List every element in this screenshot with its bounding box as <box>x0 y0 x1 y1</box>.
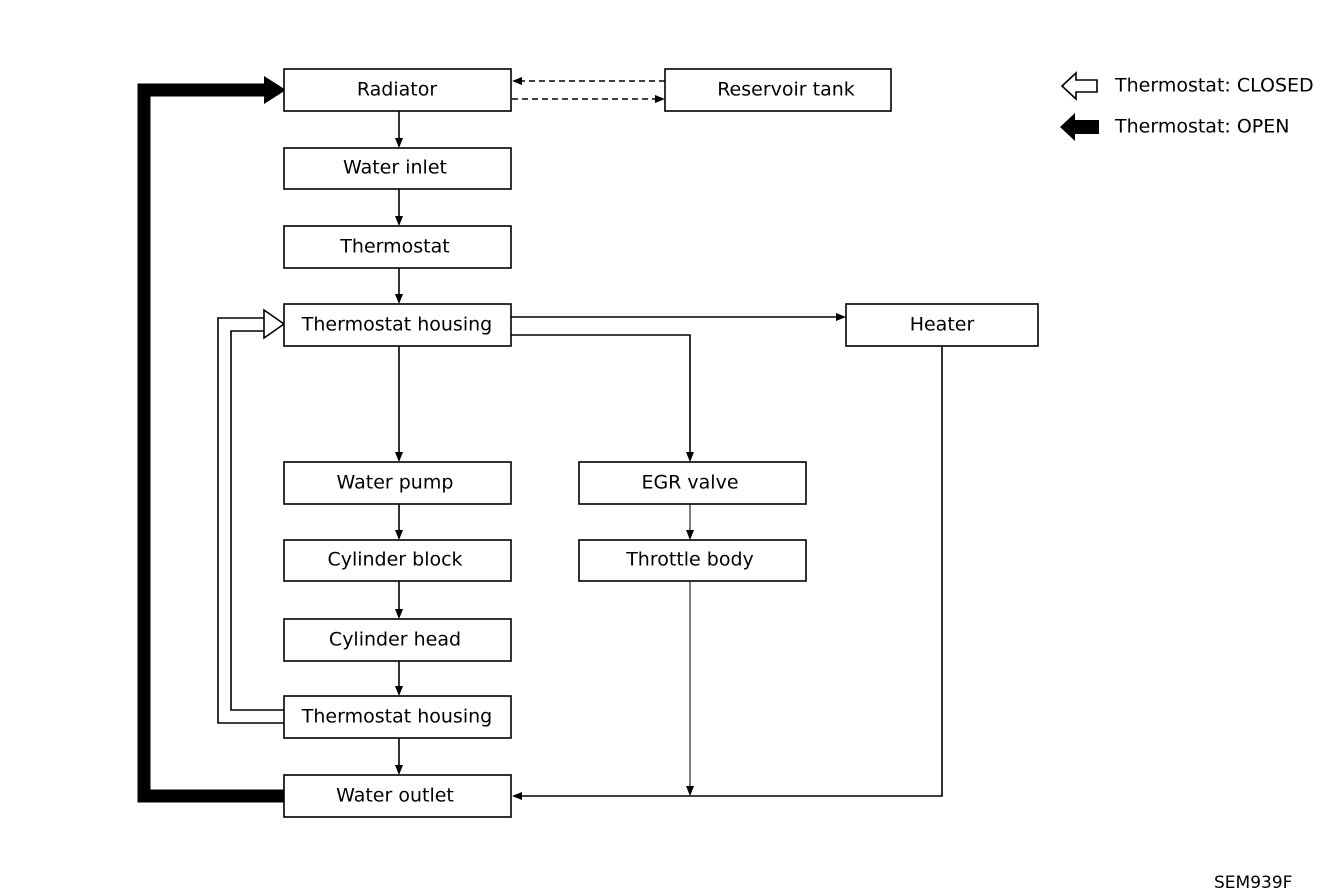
cylinder-block-box: Cylinder block <box>283 539 512 582</box>
thermostat-housing-top-box: Thermostat housing <box>283 303 512 347</box>
cylinder-block-label: Cylinder block <box>327 549 462 571</box>
water-pump-box: Water pump <box>283 461 512 505</box>
water-pump-label: Water pump <box>337 472 454 494</box>
egr-branch-arrows <box>511 334 694 796</box>
thermostat-housing-bottom-box: Thermostat housing <box>283 695 512 739</box>
legend: Thermostat: CLOSED Thermostat: OPEN <box>1060 71 1314 141</box>
throttle-body-box: Throttle body <box>578 539 807 582</box>
heater-branch-arrows <box>511 313 943 800</box>
water-inlet-box: Water inlet <box>283 147 512 190</box>
heater-box: Heater <box>845 303 1039 347</box>
thermostat-open-path <box>137 76 286 803</box>
egr-valve-label: EGR valve <box>641 472 738 494</box>
water-outlet-label: Water outlet <box>336 785 454 807</box>
cylinder-head-label: Cylinder head <box>329 629 461 651</box>
radiator-label: Radiator <box>357 79 437 101</box>
thermostat-closed-path <box>217 308 286 724</box>
figure-code: SEM939F <box>1214 873 1292 892</box>
thermostat-label: Thermostat <box>339 236 449 258</box>
thermostat-housing-bottom-label: Thermostat housing <box>301 706 492 728</box>
throttle-body-label: Throttle body <box>625 549 754 571</box>
reservoir-tank-label: Reservoir tank <box>717 79 855 101</box>
reservoir-tank-box: Reservoir tank <box>664 68 892 112</box>
hollow-arrow-icon <box>1060 71 1098 101</box>
thermostat-box: Thermostat <box>283 225 512 269</box>
solid-arrow-icon <box>1060 113 1099 141</box>
legend-closed-label: Thermostat: CLOSED <box>1114 75 1314 97</box>
main-chain-arrows <box>395 111 403 775</box>
thermostat-housing-top-label: Thermostat housing <box>301 314 492 336</box>
legend-open-label: Thermostat: OPEN <box>1114 116 1289 138</box>
egr-valve-box: EGR valve <box>578 461 807 505</box>
water-inlet-label: Water inlet <box>343 157 447 179</box>
water-outlet-box: Water outlet <box>283 774 512 818</box>
cylinder-head-box: Cylinder head <box>283 618 512 662</box>
reservoir-dashed-links <box>512 77 665 103</box>
heater-label: Heater <box>910 314 975 336</box>
radiator-box: Radiator <box>283 68 512 112</box>
